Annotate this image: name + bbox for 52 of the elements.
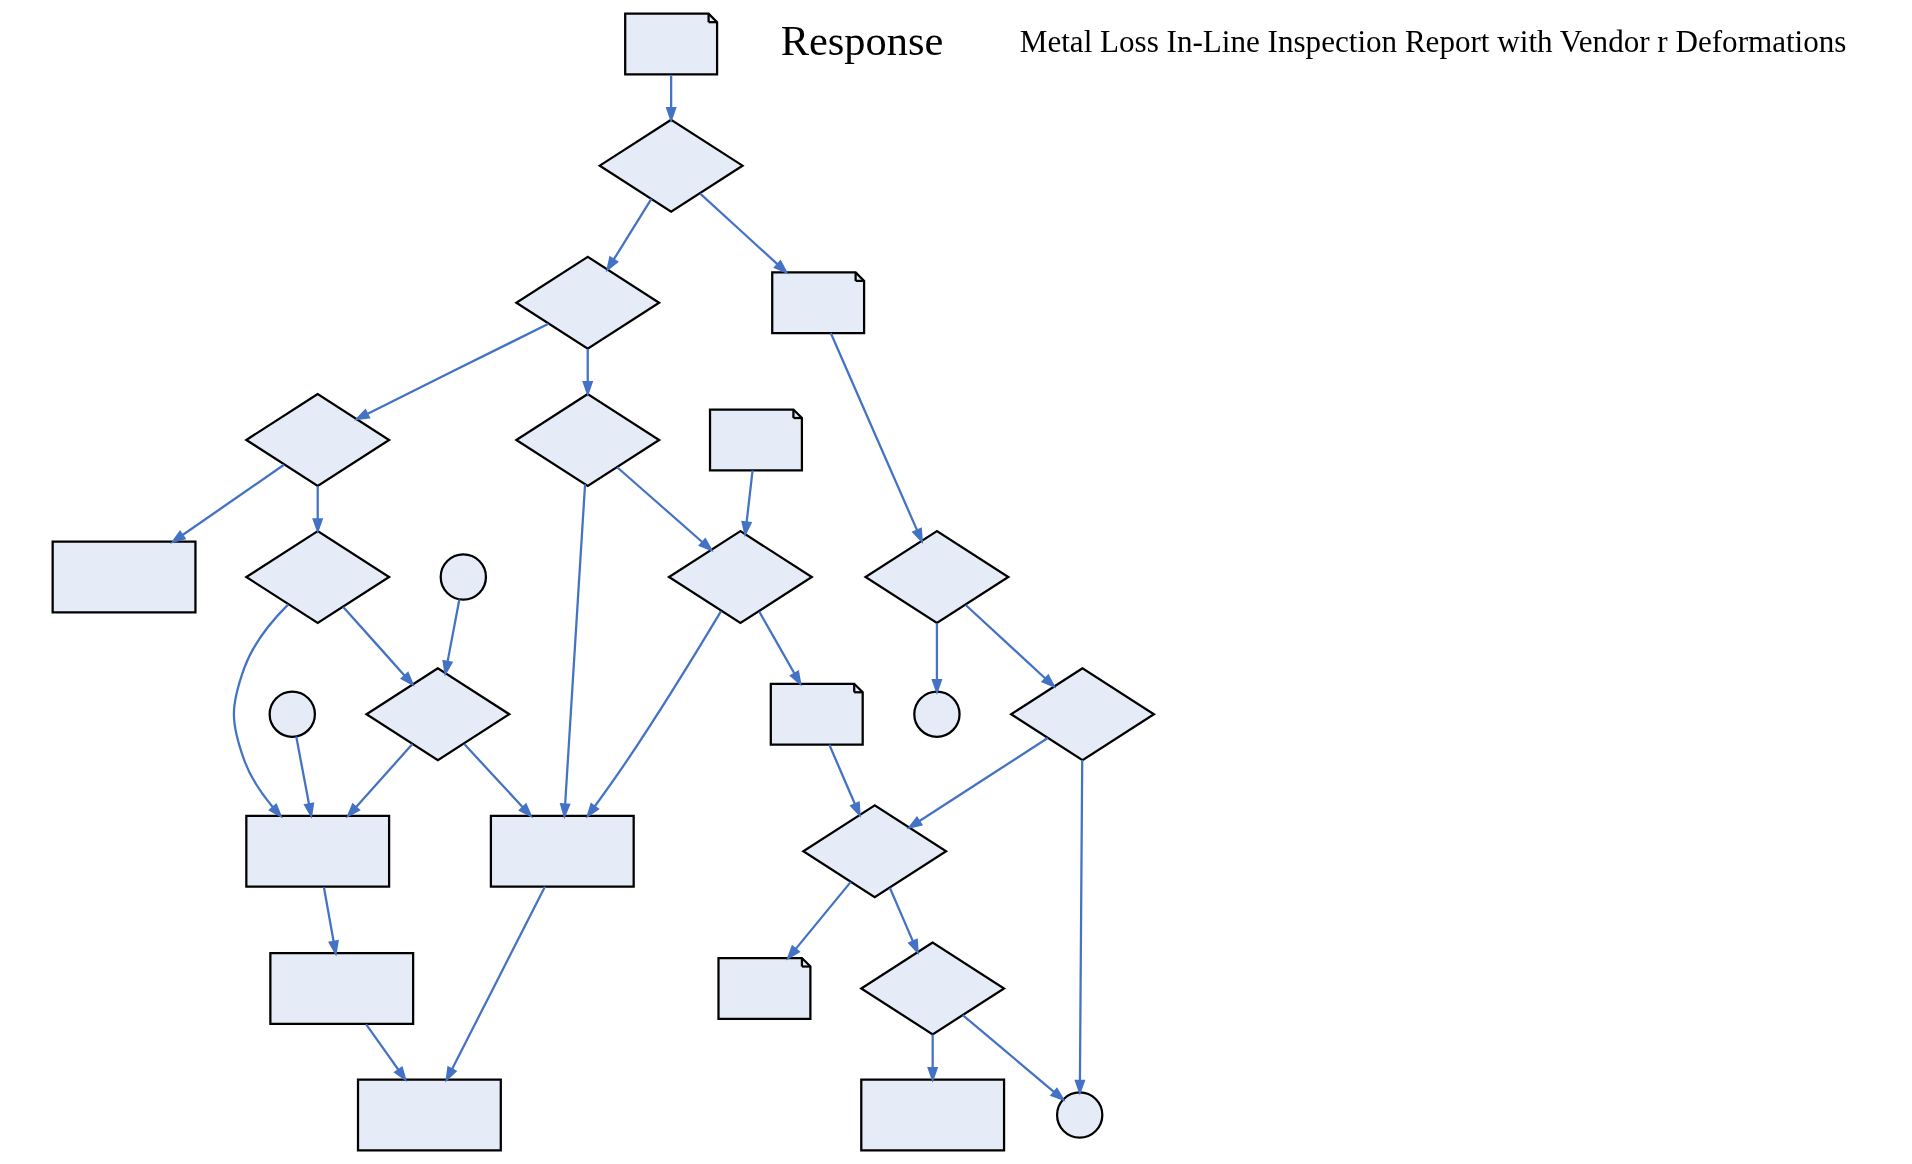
arrow xyxy=(962,1014,1066,1102)
arrow xyxy=(559,484,587,820)
arrow xyxy=(741,470,754,538)
arrow xyxy=(888,887,919,956)
arrow xyxy=(927,1034,939,1083)
arrow xyxy=(445,886,546,1083)
node-circle xyxy=(439,553,488,601)
arrow xyxy=(829,332,924,544)
arrow xyxy=(1074,760,1086,1096)
arrow xyxy=(665,74,677,123)
node-box xyxy=(51,540,197,614)
node-circle xyxy=(913,690,961,738)
arrow xyxy=(342,606,415,687)
arrow xyxy=(312,486,324,535)
arrow xyxy=(616,466,714,553)
node-box xyxy=(356,1078,502,1152)
node-circle xyxy=(268,690,316,738)
node-diamond xyxy=(666,529,814,625)
arrow xyxy=(295,736,315,819)
node-diamond xyxy=(801,804,949,899)
arrow xyxy=(442,599,461,677)
node-diamond xyxy=(244,392,392,488)
node-box xyxy=(245,814,391,888)
node-box xyxy=(860,1078,1006,1152)
arrow xyxy=(582,348,594,397)
node-circle xyxy=(1055,1091,1104,1139)
arrow xyxy=(828,744,861,818)
arrow xyxy=(964,604,1057,689)
arrow xyxy=(605,198,653,273)
node-box xyxy=(489,814,635,888)
arrow xyxy=(585,610,723,819)
arrow xyxy=(931,623,943,695)
arrow xyxy=(463,743,533,819)
node-diamond xyxy=(364,666,512,762)
arrow xyxy=(322,887,339,957)
arrow xyxy=(758,611,802,687)
node-diamond xyxy=(514,392,662,488)
arrow xyxy=(786,881,852,961)
arrow xyxy=(365,1023,408,1083)
label: Response xyxy=(780,16,944,64)
arrow xyxy=(170,463,285,544)
node-diamond xyxy=(859,941,1007,1036)
node-diamond xyxy=(244,529,392,625)
arrow xyxy=(906,737,1049,830)
node-diamond xyxy=(1009,666,1156,762)
label: Metal Loss In-Line Inspection Report with Vendor r Deformations xyxy=(1019,24,1847,60)
node-diamond xyxy=(597,118,745,213)
node-box xyxy=(269,951,415,1025)
arrow xyxy=(346,743,414,819)
arrow xyxy=(232,603,290,819)
arrow xyxy=(353,322,549,421)
arrow xyxy=(699,192,789,275)
